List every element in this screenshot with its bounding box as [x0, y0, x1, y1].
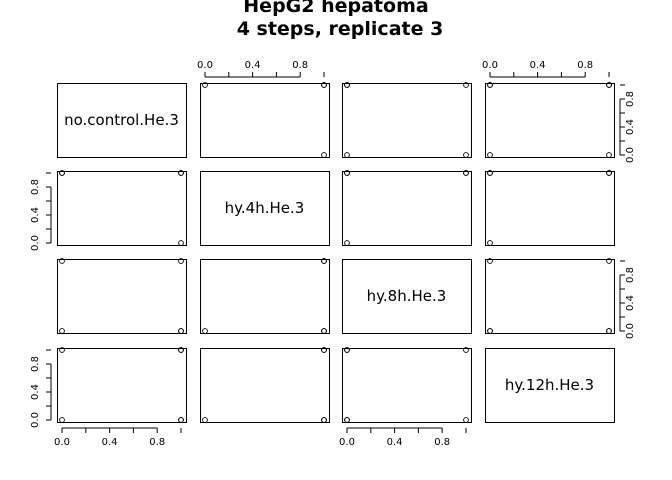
x-tick-label: 0.4 [387, 437, 403, 448]
x-tick-label: 0.4 [530, 60, 546, 71]
panel-frame [342, 171, 472, 246]
panel-frame [57, 259, 187, 334]
panel-frame [485, 171, 615, 246]
data-point [487, 170, 493, 176]
x-tick-label: 0.4 [102, 437, 118, 448]
variable-label: hy.4h.He.3 [225, 199, 305, 217]
y-tick-label: 0.0 [30, 235, 41, 251]
data-point [487, 240, 493, 246]
data-point [178, 240, 184, 246]
panel-frame [485, 83, 615, 158]
data-point [344, 347, 350, 353]
data-point [321, 82, 327, 88]
data-point [59, 170, 65, 176]
data-point [344, 240, 350, 246]
data-point [202, 328, 208, 334]
data-point [463, 347, 469, 353]
y-tick-label: 0.8 [30, 356, 41, 372]
data-point [463, 170, 469, 176]
x-tick-label: 0.0 [197, 60, 213, 71]
y-tick-label: 0.4 [30, 384, 41, 400]
variable-label: hy.12h.He.3 [505, 376, 594, 394]
data-point [178, 170, 184, 176]
data-point [606, 328, 612, 334]
data-point [344, 152, 350, 158]
data-point [321, 152, 327, 158]
data-point [59, 258, 65, 264]
data-point [606, 170, 612, 176]
data-point [344, 170, 350, 176]
data-point [487, 82, 493, 88]
data-point [321, 328, 327, 334]
x-tick-label: 0.8 [149, 437, 165, 448]
data-point [59, 417, 65, 423]
data-point [344, 82, 350, 88]
variable-label: no.control.He.3 [64, 111, 179, 129]
data-point [344, 417, 350, 423]
x-tick-label: 0.0 [339, 437, 355, 448]
panel-frame [200, 259, 330, 334]
data-point [178, 417, 184, 423]
data-point [321, 417, 327, 423]
panel-frame [485, 259, 615, 334]
panel-frame [485, 348, 615, 423]
panel-frame [200, 83, 330, 158]
y-tick-label: 0.0 [625, 323, 636, 339]
chart-title: HepG2 hepatoma [243, 0, 428, 17]
data-point [321, 347, 327, 353]
data-point [178, 258, 184, 264]
axes-group: 0.0 0.4 0.8 0.0 0.4 0.8 0.0 0.4 0.8 0.0 0.4 0.8 0.0 0… [30, 60, 636, 448]
data-point [463, 152, 469, 158]
panels-group: no.control.He.3 hy.4h.He.3 hy.8h.He.3 hy.12… [57, 82, 615, 423]
data-point [321, 258, 327, 264]
data-point [59, 347, 65, 353]
x-tick-label: 0.4 [245, 60, 261, 71]
data-point [202, 417, 208, 423]
data-point [463, 82, 469, 88]
data-point [606, 152, 612, 158]
panel-frame [200, 171, 330, 246]
y-tick-label: 0.8 [625, 91, 636, 107]
panel-frame [57, 348, 187, 423]
data-point [59, 328, 65, 334]
panel-frame [57, 171, 187, 246]
data-point [487, 258, 493, 264]
y-tick-label: 0.0 [625, 147, 636, 163]
y-tick-label: 0.4 [625, 119, 636, 135]
data-point [487, 152, 493, 158]
x-tick-label: 0.0 [54, 437, 70, 448]
panel-frame [342, 259, 472, 334]
panel-frame [342, 348, 472, 423]
x-tick-label: 0.0 [482, 60, 498, 71]
x-tick-label: 0.8 [292, 60, 308, 71]
y-tick-label: 0.8 [30, 179, 41, 195]
data-point [606, 258, 612, 264]
data-point [463, 417, 469, 423]
data-point [606, 82, 612, 88]
data-point [487, 328, 493, 334]
x-tick-label: 0.8 [434, 437, 450, 448]
y-tick-label: 0.0 [30, 412, 41, 428]
chart-subtitle: 4 steps, replicate 3 [237, 18, 444, 40]
data-point [178, 347, 184, 353]
panel-frame [57, 83, 187, 158]
data-point [202, 82, 208, 88]
y-tick-label: 0.8 [625, 267, 636, 283]
y-tick-label: 0.4 [30, 207, 41, 223]
x-tick-label: 0.8 [577, 60, 593, 71]
panel-frame [342, 83, 472, 158]
data-point [178, 328, 184, 334]
y-tick-label: 0.4 [625, 295, 636, 311]
panel-frame [200, 348, 330, 423]
variable-label: hy.8h.He.3 [367, 287, 447, 305]
